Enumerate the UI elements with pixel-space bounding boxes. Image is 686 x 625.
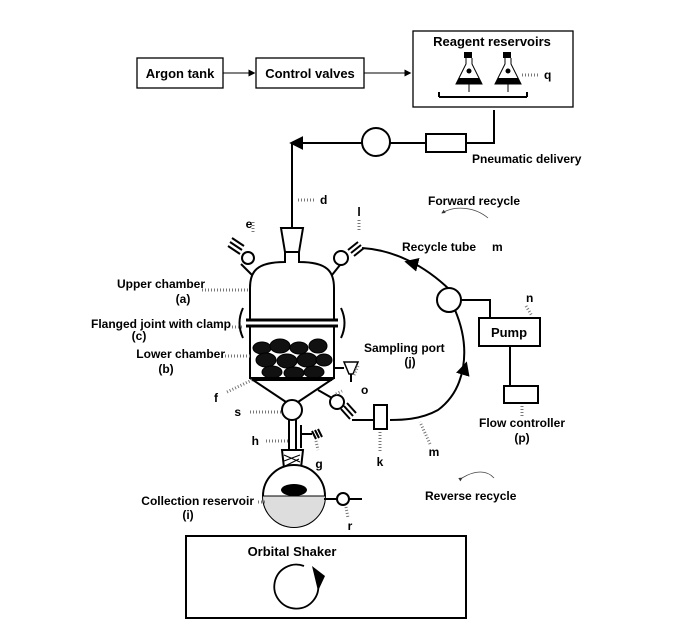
lower-chamber-label: Lower chamber xyxy=(136,347,225,361)
upper-chamber-label: Upper chamber xyxy=(117,277,205,291)
orbital-shaker-label: Orbital Shaker xyxy=(248,544,337,559)
upper-chamber xyxy=(249,252,335,320)
pneumatic-delivery-label: Pneumatic delivery xyxy=(472,152,582,166)
label-r: r xyxy=(348,519,353,533)
rotation-arrow-icon xyxy=(273,563,325,610)
flow-controller-code: (p) xyxy=(514,431,529,445)
reactor-funnel xyxy=(249,377,335,403)
label-e: e xyxy=(246,217,253,231)
label-f: f xyxy=(214,391,219,405)
flow-controller-box xyxy=(503,385,539,404)
pneumatic-delivery-unit xyxy=(425,133,467,153)
stopcock-s xyxy=(281,399,303,421)
label-n: n xyxy=(526,291,533,305)
forward-recycle-label: Forward recycle xyxy=(428,194,520,208)
orbital-shaker-box xyxy=(185,535,467,619)
recycle-tube-lower xyxy=(389,309,466,421)
valve-o xyxy=(329,394,345,410)
forward-recycle-arrow xyxy=(441,207,489,219)
flask-icon xyxy=(494,52,522,92)
sampling-port-code: (j) xyxy=(404,355,415,369)
pump-label: Pump xyxy=(491,325,527,340)
component-k xyxy=(373,404,388,430)
collection-reservoir-code: (i) xyxy=(182,508,193,522)
flanged-joint-label: Flanged joint with clamp xyxy=(91,317,231,331)
clamp-left xyxy=(238,307,244,339)
reactor-top-joint xyxy=(279,227,305,253)
side-arm-g xyxy=(311,428,323,440)
packing-material xyxy=(252,338,333,380)
control-valves-box xyxy=(255,57,365,89)
side-arm-e xyxy=(227,237,245,255)
sampling-port-label: Sampling port xyxy=(364,341,445,355)
flask-icon xyxy=(455,52,483,92)
recycle-tube-upper xyxy=(361,247,451,291)
valve-l xyxy=(333,250,349,266)
recycle-valve xyxy=(436,287,462,313)
argon-tank-label: Argon tank xyxy=(146,66,215,81)
label-o: o xyxy=(361,383,368,397)
pump-line xyxy=(461,299,491,318)
valve-r xyxy=(336,492,350,506)
collection-reservoir-label: Collection reservoir xyxy=(141,494,254,508)
label-m-lower: m xyxy=(429,445,440,459)
pump-box xyxy=(478,317,541,347)
label-g: g xyxy=(315,457,322,471)
delivery-line-right xyxy=(466,110,495,144)
argon-tank-box xyxy=(136,57,224,89)
flanged-joint-code: (c) xyxy=(132,329,147,343)
frit xyxy=(252,377,332,381)
label-l: l xyxy=(357,205,360,219)
label-d: d xyxy=(320,193,327,207)
label-q: q xyxy=(544,68,551,82)
upper-chamber-code: (a) xyxy=(176,292,191,306)
flow-controller-label: Flow controller xyxy=(479,416,565,430)
label-m-upper: m xyxy=(492,240,503,254)
clamp-right xyxy=(340,307,346,339)
reagent-reservoirs-label: Reagent reservoirs xyxy=(433,34,551,49)
label-s: s xyxy=(234,405,241,419)
control-valves-label: Control valves xyxy=(265,66,355,81)
valve-icon xyxy=(361,127,391,157)
recycle-tube-label: Recycle tube xyxy=(402,240,476,254)
label-h: h xyxy=(252,434,259,448)
lower-chamber-code: (b) xyxy=(158,362,173,376)
reverse-recycle-arrow xyxy=(458,471,495,482)
label-k: k xyxy=(377,455,384,469)
reverse-recycle-label: Reverse recycle xyxy=(425,489,517,503)
